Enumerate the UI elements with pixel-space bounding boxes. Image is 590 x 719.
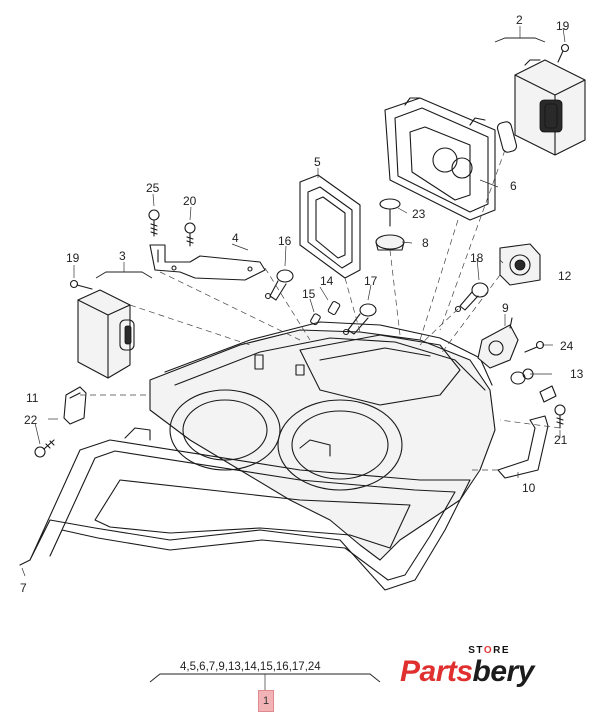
callout-3: 3: [119, 249, 126, 263]
bulb-16: [264, 269, 294, 301]
callout-leaders: [21, 26, 566, 690]
callout-17: 17: [364, 274, 378, 288]
headlight-housing: [149, 321, 496, 561]
module-left: [77, 289, 135, 379]
assembly-number-marker: 1: [258, 690, 274, 712]
screw-24: [524, 340, 545, 353]
connector-11: [63, 386, 87, 425]
callout-15: 15: [302, 287, 316, 301]
callout-12: 12: [558, 269, 572, 283]
bracket: [149, 244, 266, 281]
assembly-guide-lines: [80, 149, 561, 471]
partsbery-watermark: STORE Partsbery: [400, 645, 580, 705]
bulb-18: [454, 282, 489, 313]
callout-24: 24: [560, 339, 574, 353]
screws: [34, 43, 570, 458]
callout-20: 20: [183, 194, 197, 208]
screw-19-left: [69, 279, 93, 290]
screw-20: [184, 222, 196, 247]
callout-22: 22: [24, 413, 38, 427]
assembly-parts-list: 4,5,6,7,9,13,14,15,16,17,24: [180, 661, 321, 673]
socket-12: [499, 243, 541, 286]
callout-7: 7: [20, 581, 27, 595]
control-unit: [496, 59, 586, 156]
bulb-14: [327, 300, 341, 316]
watermark-store-text: STORE: [468, 645, 510, 656]
pin-23: [379, 198, 401, 227]
screw-21: [554, 404, 566, 429]
callout-labels: 2 19 3 4 5 6 7 8 9 10 11 12 13 14 15 16 …: [20, 13, 584, 673]
bulb-17: [342, 303, 377, 336]
motor-9: [477, 317, 519, 369]
callout-8: 8: [422, 236, 429, 250]
callout-2: 2: [516, 13, 523, 27]
screw-22: [34, 439, 55, 458]
callout-9: 9: [502, 301, 509, 315]
callout-21: 21: [554, 433, 568, 447]
screw-19-right: [557, 43, 570, 63]
watermark-brand-text: Partsbery: [400, 655, 534, 688]
callout-25: 25: [146, 181, 160, 195]
callout-10: 10: [522, 481, 536, 495]
callout-4: 4: [232, 231, 239, 245]
bezel-frame: [19, 427, 471, 591]
screw-25: [148, 209, 160, 237]
cap: [375, 234, 405, 251]
small-bulbs: [310, 300, 341, 326]
callout-14: 14: [320, 274, 334, 288]
callout-23: 23: [412, 207, 426, 221]
callout-11: 11: [26, 391, 39, 405]
callout-18: 18: [470, 251, 484, 265]
callout-5: 5: [314, 155, 321, 169]
seal-frame: [384, 97, 496, 221]
bulb-15: [310, 313, 321, 326]
callout-19-top: 19: [556, 19, 570, 33]
bulbs: [264, 269, 489, 336]
callout-6: 6: [510, 179, 517, 193]
callout-16: 16: [278, 234, 292, 248]
trim-frame: [299, 174, 361, 279]
callout-19-left: 19: [66, 251, 80, 265]
bracket-10: [497, 415, 549, 479]
callout-13: 13: [570, 367, 584, 381]
